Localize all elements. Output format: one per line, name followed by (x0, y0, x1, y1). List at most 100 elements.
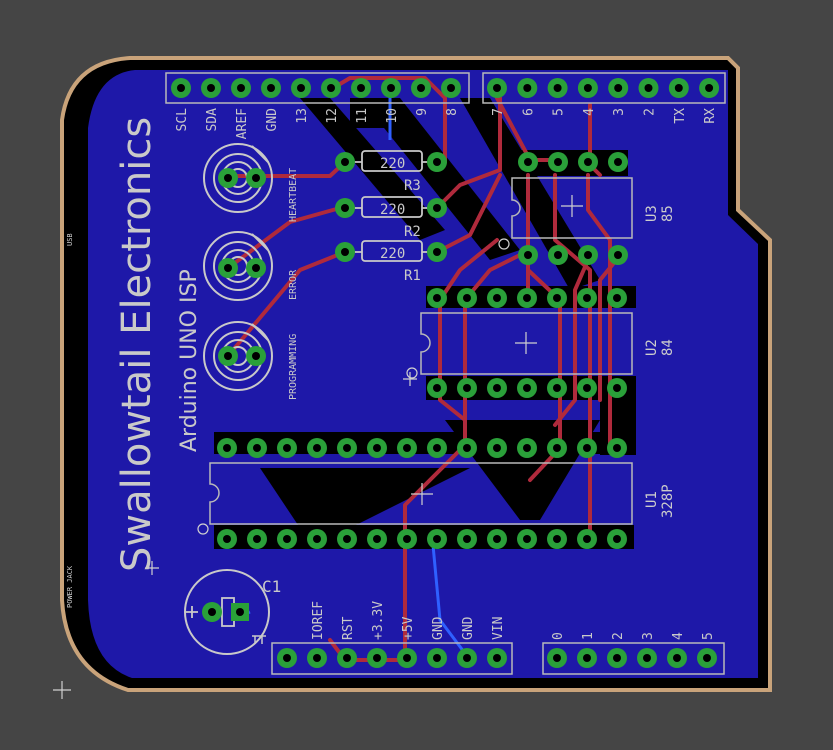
pad-u1 (337, 438, 357, 458)
r3-body (361, 150, 423, 172)
pad-u3 (578, 152, 598, 172)
pad-u1 (277, 529, 297, 549)
pad-u1 (517, 529, 537, 549)
pads (171, 78, 720, 668)
pad-u1 (547, 438, 567, 458)
pad-u2 (427, 378, 447, 398)
pad-header-digital-right (547, 78, 568, 98)
pad-u3 (608, 245, 628, 265)
pad-header-analog (577, 648, 597, 668)
pad-u1 (247, 529, 267, 549)
pad-u2 (457, 288, 477, 308)
pad-resistor (335, 198, 355, 218)
pad-led (218, 258, 238, 278)
pad-u2 (487, 378, 507, 398)
pad-header-power (277, 648, 297, 668)
pad-header-analog (667, 648, 687, 668)
r1-body (361, 240, 423, 262)
pad-header-analog (637, 648, 657, 668)
pad-header-digital-left (381, 78, 401, 98)
pad-u1 (397, 438, 417, 458)
pad-u1 (247, 438, 267, 458)
pad-led (218, 168, 238, 188)
pad-led (246, 346, 266, 366)
pad-u2 (607, 378, 627, 398)
pad-header-analog (547, 648, 567, 668)
pad-header-digital-left (171, 78, 191, 98)
u2-body (420, 312, 633, 375)
pad-header-digital-left (261, 78, 281, 98)
pad-u3 (608, 152, 628, 172)
pad-u1 (517, 438, 537, 458)
pad-u1 (427, 438, 447, 458)
pad-header-digital-right (487, 78, 507, 98)
pad-u2 (487, 288, 507, 308)
pad-resistor (427, 198, 447, 218)
pad-header-power (487, 648, 507, 668)
pad-u1 (547, 529, 567, 549)
pad-header-power (457, 648, 477, 668)
u3-body (511, 177, 633, 239)
pad-u1 (337, 529, 357, 549)
pad-header-digital-left (411, 78, 431, 98)
pad-u1 (457, 438, 477, 458)
pad-u2 (577, 378, 597, 398)
pad-u3 (518, 245, 538, 265)
pad-u1 (367, 529, 387, 549)
r2-body (361, 196, 423, 218)
pad-u3 (518, 152, 538, 172)
pad-header-digital-right (517, 78, 538, 98)
origin-markers (53, 195, 583, 699)
pad-u1 (307, 529, 327, 549)
pad-resistor (335, 152, 355, 172)
pad-header-digital-left (201, 78, 221, 98)
pad-header-digital-right (699, 78, 720, 98)
pad-header-power (367, 648, 387, 668)
pad-header-power (427, 648, 447, 668)
pad-header-digital-left (291, 78, 311, 98)
pad-u1 (307, 438, 327, 458)
pad-header-power (307, 648, 327, 668)
led-outlines (203, 143, 273, 391)
pad-u1 (457, 529, 477, 549)
pad-u1 (487, 438, 507, 458)
pad-u1 (367, 438, 387, 458)
pad-capacitor (202, 602, 222, 622)
pad-led (246, 258, 266, 278)
pad-u1 (487, 529, 507, 549)
pad-u3 (548, 152, 568, 172)
pad-u1 (607, 529, 627, 549)
pad-header-digital-left (351, 78, 371, 98)
led-heartbeat-outline (203, 143, 273, 213)
pad-header-analog (697, 648, 717, 668)
pad-resistor (427, 242, 447, 262)
pad-header-digital-right (668, 78, 689, 98)
header-frames (165, 72, 726, 675)
pad-header-power (397, 648, 417, 668)
pad-header-digital-left (321, 78, 341, 98)
pad-u2 (517, 288, 537, 308)
pad-resistor (335, 242, 355, 262)
pad-u1 (217, 438, 237, 458)
pad-header-digital-left (231, 78, 251, 98)
pad-header-digital-right (608, 78, 629, 98)
pad-u2 (547, 378, 567, 398)
pad-u2 (577, 288, 597, 308)
pad-resistor (427, 152, 447, 172)
pad-u1 (277, 438, 297, 458)
pad-u3 (578, 245, 598, 265)
pad-u1 (577, 438, 597, 458)
pad-capacitor (231, 603, 249, 621)
pad-header-digital-right (638, 78, 659, 98)
pad-u1 (427, 529, 447, 549)
pad-led (246, 168, 266, 188)
u1-body (209, 462, 633, 525)
pad-header-analog (607, 648, 627, 668)
pad-u3 (548, 245, 568, 265)
pad-led (218, 346, 238, 366)
pad-u2 (517, 378, 537, 398)
pad-u1 (397, 529, 417, 549)
pad-header-digital-left (441, 78, 461, 98)
chip-bodies (209, 177, 633, 525)
